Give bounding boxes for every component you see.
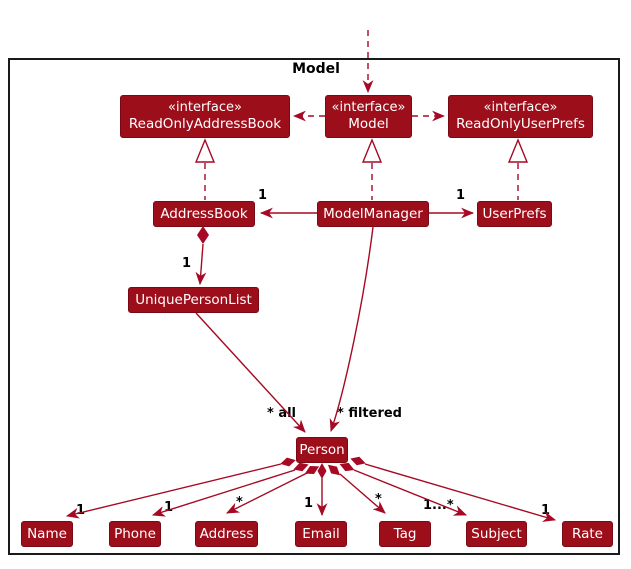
class-node-name: Name [21, 521, 73, 547]
multiplicity-label-person-phone: 1 [164, 500, 174, 515]
multiplicity-label-person-tag: * [375, 492, 382, 507]
multiplicity-label-addressbook-uniquepersonlist: 1 [182, 256, 192, 271]
multiplicity-label-person-name: 1 [76, 503, 86, 518]
class-name-label: ModelManager [323, 205, 423, 222]
class-node-subject: Subject [466, 521, 527, 547]
class-node-uniquepersonlist: UniquePersonList [128, 287, 259, 313]
class-node-addressbook: AddressBook [153, 201, 255, 227]
class-name-label: UniquePersonList [135, 291, 252, 308]
interface-node-model: «interface» Model [325, 95, 412, 138]
multiplicity-label-modelmanager-addressbook: 1 [258, 188, 268, 203]
role-label-all: * all [267, 406, 297, 421]
multiplicity-label-person-email: 1 [304, 496, 314, 511]
class-node-modelmanager: ModelManager [317, 201, 429, 227]
class-name-label: Email [302, 525, 340, 542]
class-name-label: ReadOnlyAddressBook [128, 116, 282, 133]
class-name-label: Rate [572, 525, 603, 542]
class-name-label: Address [199, 525, 254, 542]
class-node-phone: Phone [109, 521, 161, 547]
stereotype-label: «interface» [483, 99, 558, 115]
multiplicity-label-person-rate: 1 [541, 503, 551, 518]
class-name-label: Subject [471, 525, 522, 542]
multiplicity-label-modelmanager-userprefs: 1 [456, 188, 466, 203]
class-node-email: Email [295, 521, 347, 547]
multiplicity-label-person-address: * [236, 495, 243, 510]
multiplicity-label-person-subject: 1...* [423, 498, 454, 513]
class-node-tag: Tag [379, 521, 431, 547]
class-node-person: Person [296, 437, 348, 463]
interface-node-readonlyaddressbook: «interface» ReadOnlyAddressBook [120, 95, 290, 138]
class-name-label: UserPrefs [482, 205, 547, 222]
class-name-label: Name [27, 525, 67, 542]
interface-node-readonlyuserprefs: «interface» ReadOnlyUserPrefs [448, 95, 593, 138]
class-name-label: Person [299, 441, 345, 458]
frame-title: Model [292, 61, 340, 77]
class-name-label: Model [348, 116, 389, 133]
stereotype-label: «interface» [168, 99, 242, 115]
class-name-label: AddressBook [160, 205, 248, 222]
class-node-address: Address [195, 521, 258, 547]
class-name-label: Phone [114, 525, 156, 542]
stereotype-label: «interface» [331, 99, 406, 115]
class-name-label: Tag [393, 525, 417, 542]
class-node-rate: Rate [562, 521, 613, 547]
class-name-label: ReadOnlyUserPrefs [456, 116, 585, 133]
model-frame [8, 58, 620, 555]
role-label-filtered: * filtered [337, 406, 402, 421]
class-node-userprefs: UserPrefs [477, 201, 552, 227]
